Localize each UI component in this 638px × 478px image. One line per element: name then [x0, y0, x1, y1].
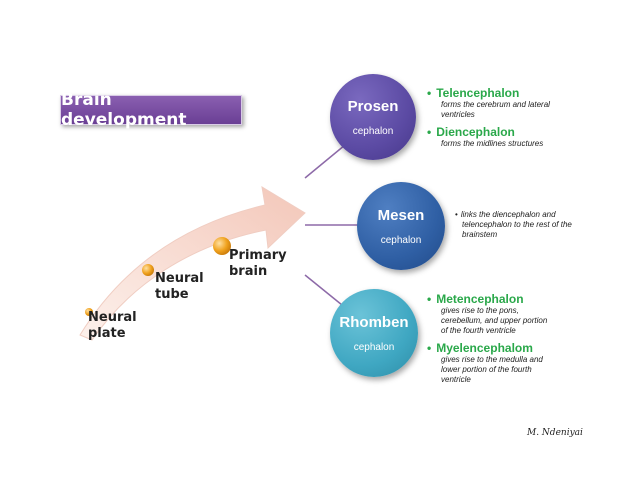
bullet-description: gives rise to the medulla and lower port… [441, 355, 607, 385]
circle-main-label: Mesen [377, 206, 425, 224]
description-text: links the diencephalon and [460, 210, 556, 219]
circle-sub-label: cephalon [352, 125, 394, 137]
description-line: lower portion of the fourth [441, 365, 532, 374]
stage-label-neural-plate: Neural plate [88, 310, 137, 342]
neural-tube-node [142, 264, 154, 276]
bullet-title: Metencephalon [436, 292, 524, 306]
description-line: forms the cerebrum and lateral [441, 100, 550, 109]
description-line: forms the midlines structures [441, 139, 544, 148]
mesencephalon-description: •links the diencephalon and telencephalo… [455, 210, 595, 240]
bullet-diencephalon: • Diencephalon [427, 125, 607, 139]
mesencephalon-circle: Mesen cephalon [357, 182, 445, 270]
description-line: telencephalon to the rest of the [462, 220, 572, 229]
bullet-telencephalon: • Telencephalon [427, 86, 607, 100]
connector-rhomben [304, 274, 343, 306]
bullet-description: forms the cerebrum and lateral ventricle… [441, 100, 607, 120]
connector-prosen [304, 144, 346, 179]
description-line: of the fourth ventricle [441, 326, 516, 335]
bullet-dot-icon: • [427, 86, 432, 100]
bullet-description: forms the midlines structures [441, 139, 607, 149]
description-line: brainstem [462, 230, 498, 239]
bullet-title: Diencephalon [436, 125, 515, 139]
primary-brain-node [213, 237, 231, 255]
neural-plate-node [85, 308, 93, 316]
bullet-dot-icon: • [455, 210, 458, 219]
description-line: gives rise to the pons, [441, 306, 519, 315]
author-signature: M. Ndeniyai [527, 428, 583, 438]
bullet-metencephalon: • Metencephalon [427, 292, 607, 306]
description-line: ventricle [441, 375, 471, 384]
bullet-dot-icon: • [427, 292, 432, 306]
prosencephalon-circle: Prosen cephalon [330, 74, 416, 160]
stage-label-line: Neural [88, 310, 137, 325]
circle-sub-label: cephalon [353, 341, 395, 353]
circle-main-label: Rhomben [339, 313, 409, 331]
circle-sub-label: cephalon [380, 234, 422, 246]
rhombencephalon-circle: Rhomben cephalon [330, 289, 418, 377]
circle-main-label: Prosen [347, 97, 399, 115]
stage-label-neural-tube: Neural tube [155, 271, 204, 303]
diagram-title: Brain development [60, 90, 242, 130]
description-line: cerebellum, and upper portion [441, 316, 548, 325]
stage-label-line: Neural [155, 271, 204, 286]
bullet-myelencephalom: • Myelencephalom [427, 341, 607, 355]
bullet-description: gives rise to the pons, cerebellum, and … [441, 306, 607, 336]
prosencephalon-bullets: • Telencephalon forms the cerebrum and l… [427, 86, 607, 154]
description-line: •links the diencephalon and [455, 210, 595, 220]
stage-label-line: plate [88, 326, 126, 341]
bullet-title: Myelencephalom [436, 341, 533, 355]
bullet-title: Telencephalon [436, 86, 520, 100]
growth-arrow-shape [79, 186, 306, 341]
stage-label-line: brain [229, 264, 268, 279]
bullet-dot-icon: • [427, 125, 432, 139]
stage-label-line: tube [155, 287, 189, 302]
bullet-dot-icon: • [427, 341, 432, 355]
description-line: gives rise to the medulla and [441, 355, 543, 364]
description-line: ventricles [441, 110, 475, 119]
stage-label-line: Primary [229, 248, 287, 263]
stage-label-primary-brain: Primary brain [229, 248, 287, 280]
rhombencephalon-bullets: • Metencephalon gives rise to the pons, … [427, 292, 607, 390]
